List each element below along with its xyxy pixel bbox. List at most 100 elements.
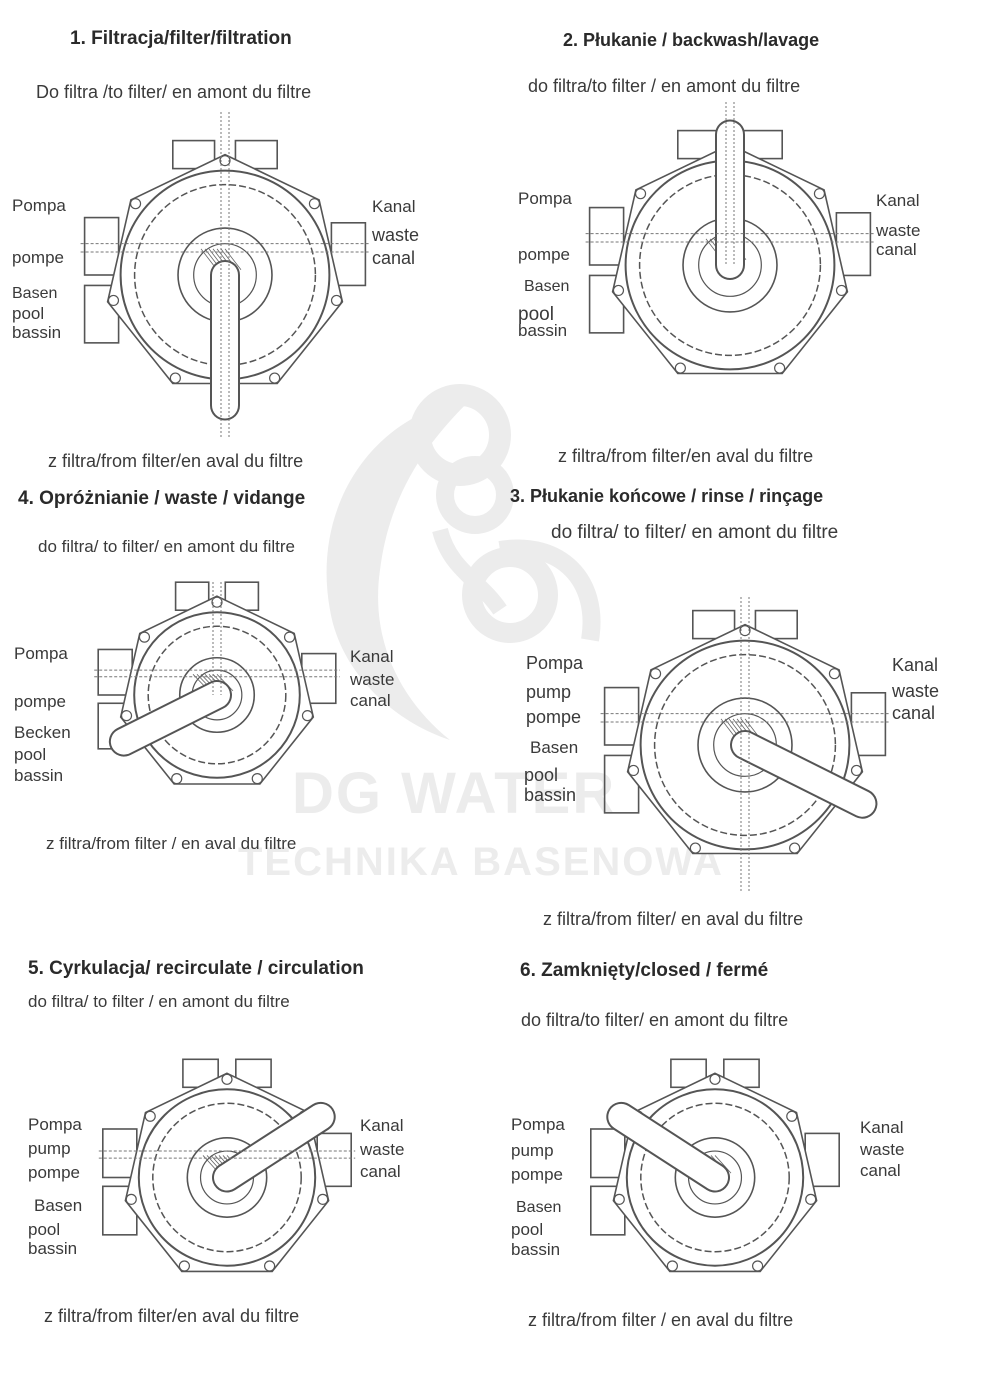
bolt-icon (221, 1073, 233, 1085)
outer-ring (639, 639, 851, 851)
inner-ring (697, 697, 793, 793)
valve-handle (110, 682, 230, 755)
panel-title: 6. Zamknięty/closed / fermé (520, 960, 769, 981)
bolt-icon (634, 188, 647, 200)
bolt-icon (835, 284, 848, 297)
valve-diagram (585, 102, 875, 375)
bolt-icon (739, 624, 751, 637)
label-waste-2: waste (350, 670, 395, 689)
pump-port (603, 686, 640, 746)
bolt-icon (171, 773, 183, 785)
bolt-icon (129, 198, 142, 210)
valve-handle (608, 1103, 728, 1191)
label-waste-3: canal (350, 691, 391, 710)
bolt-icon (169, 372, 181, 384)
top-port-right (234, 139, 279, 170)
gear-ring (152, 1102, 302, 1253)
panel-title: 1. Filtracja/filter/filtration (70, 28, 292, 49)
label-pump-3: pompe (511, 1165, 563, 1184)
label-pool-2: pool (511, 1220, 544, 1239)
label-pump-1: Pompa (526, 653, 584, 673)
label-pump-1: Pompa (12, 196, 66, 215)
label-waste-1: Kanal (876, 191, 920, 210)
valve-diagram (94, 581, 340, 785)
outer-ring (133, 611, 301, 779)
bolt-icon (850, 764, 863, 777)
label-waste-3: canal (372, 248, 416, 268)
bolt-icon (789, 842, 801, 854)
pump-port (588, 206, 625, 266)
label-pool-2: pool (28, 1220, 61, 1239)
top-port-right (754, 609, 799, 640)
bolt-icon (613, 1193, 625, 1205)
bolt-icon (125, 1193, 137, 1205)
label-waste-1: Kanal (892, 655, 939, 675)
bolt-icon (612, 284, 625, 297)
inflow-label: Do filtra /to filter/ en amont du filtre (36, 82, 312, 102)
label-pool-1: Basen (530, 738, 579, 757)
watermark-subtitle: TECHNIKA BASENOWA (238, 840, 724, 884)
bolt-icon (251, 773, 263, 785)
bolt-icon (308, 198, 321, 210)
panel-title: 5. Cyrkulacja/ recirculate / circulation (28, 958, 364, 979)
bolt-icon (120, 710, 133, 722)
bolt-icon (752, 1260, 764, 1272)
valve-diagram (98, 1058, 356, 1273)
label-pool-3: bassin (511, 1240, 561, 1259)
inflow-label: do filtra/ to filter / en amont du filtr… (28, 992, 290, 1011)
top-port-left (172, 139, 216, 170)
outflow-label: z filtra/from filter/en aval du filtre (48, 451, 304, 471)
bolt-icon (649, 668, 662, 680)
outer-ring (137, 1088, 317, 1267)
label-pump-2: pump (526, 682, 572, 702)
label-waste-2: waste (876, 221, 921, 240)
label-waste-3: canal (876, 240, 917, 259)
label-pool-2: pool (524, 765, 559, 785)
bolt-icon (674, 362, 686, 374)
label-pool-1: Basen (34, 1196, 83, 1215)
label-waste-3: canal (892, 703, 936, 723)
valve-handle (214, 1103, 334, 1191)
bolt-icon (709, 1073, 721, 1085)
bolt-icon (689, 842, 701, 854)
label-pump-2: pompe (14, 692, 66, 711)
panel-title: 4. Opróżnianie / waste / vidange (18, 488, 306, 509)
bolt-icon (330, 294, 343, 307)
bolt-icon (301, 710, 314, 722)
label-pool-3: bassin (14, 766, 64, 785)
label-pool-3: bassin (28, 1239, 78, 1258)
label-waste-1: Kanal (372, 197, 416, 216)
bolt-icon (627, 764, 640, 777)
inflow-label: do filtra/to filter/ en amont du filtre (521, 1010, 789, 1030)
label-pump-2: pump (511, 1141, 554, 1160)
watermark-brand: DG WATER (292, 761, 617, 826)
inner-ring (674, 1137, 756, 1218)
label-waste-1: Kanal (350, 647, 394, 666)
outflow-label: z filtra/from filter / en aval du filtre (528, 1310, 794, 1330)
bolt-icon (138, 631, 151, 643)
inner-ring (178, 656, 256, 734)
label-pump-1: Pompa (518, 189, 572, 208)
panel-title: 3. Płukanie końcowe / rinse / rinçage (510, 486, 824, 506)
gear-ring (147, 625, 287, 765)
valve-diagram (590, 1058, 840, 1273)
gear-ring (640, 1102, 790, 1253)
label-pump-1: Pompa (14, 644, 68, 663)
inner-ring (186, 1137, 268, 1218)
bolt-icon (786, 1110, 798, 1122)
label-pool-1: Basen (516, 1199, 562, 1216)
valve-diagram (80, 112, 370, 438)
label-pool-3: bassin (518, 321, 568, 340)
bolt-icon (144, 1110, 156, 1122)
label-waste-2: waste (892, 681, 940, 701)
label-pool-2: pool (518, 304, 554, 325)
bolt-icon (219, 154, 231, 167)
label-waste-2: waste (372, 225, 420, 245)
bolt-icon (774, 362, 786, 374)
label-waste-3: canal (860, 1161, 901, 1180)
label-waste-3: canal (360, 1162, 401, 1181)
label-pool-1: Becken (14, 723, 71, 742)
outflow-label: z filtra/from filter / en aval du filtre (46, 834, 297, 853)
inflow-label: do filtra/ to filter/ en amont du filtre (38, 537, 296, 556)
outflow-label: z filtra/from filter/en aval du filtre (558, 446, 814, 466)
